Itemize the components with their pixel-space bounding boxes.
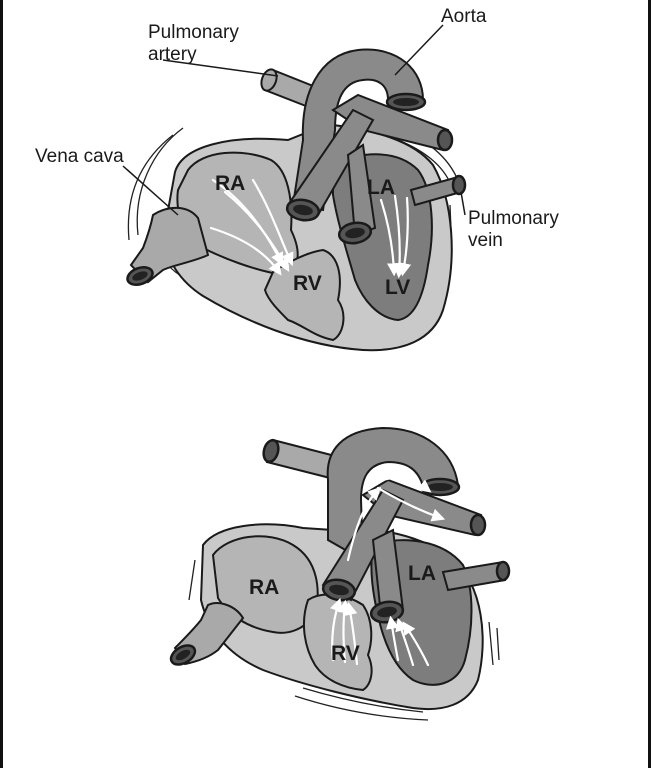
label-top-ra: RA bbox=[215, 172, 245, 195]
label-pulmonary-artery-line2: artery bbox=[148, 44, 197, 65]
label-aorta: Aorta bbox=[441, 6, 487, 27]
heart-diagrams: Pulmonary artery Aorta Vena cava Pulmona… bbox=[35, 6, 559, 721]
label-bottom-ra: RA bbox=[249, 576, 279, 599]
top-heart-diagram: Pulmonary artery Aorta Vena cava Pulmona… bbox=[35, 6, 559, 352]
label-pulmonary-vein-line1: Pulmonary bbox=[468, 208, 559, 229]
label-top-la: LA bbox=[367, 176, 395, 199]
bottom-right-ventricle bbox=[303, 593, 373, 692]
top-leader-lines bbox=[122, 24, 466, 216]
bottom-sketch-lines bbox=[188, 559, 500, 721]
bottom-flow-arrows bbox=[329, 476, 446, 667]
top-right-ventricle bbox=[263, 248, 345, 342]
label-vena-cava: Vena cava bbox=[35, 146, 124, 167]
bottom-heart-diagram: RA LA RV bbox=[169, 426, 511, 721]
label-top-rv: RV bbox=[293, 272, 322, 295]
label-bottom-rv: RV bbox=[331, 642, 360, 665]
label-pulmonary-artery-line1: Pulmonary bbox=[148, 22, 239, 43]
label-top-lv: LV bbox=[385, 276, 410, 299]
top-vena-cava bbox=[129, 206, 210, 284]
label-pulmonary-vein-line2: vein bbox=[468, 230, 503, 251]
top-flow-arrows bbox=[209, 178, 412, 279]
label-bottom-la: LA bbox=[408, 562, 436, 585]
